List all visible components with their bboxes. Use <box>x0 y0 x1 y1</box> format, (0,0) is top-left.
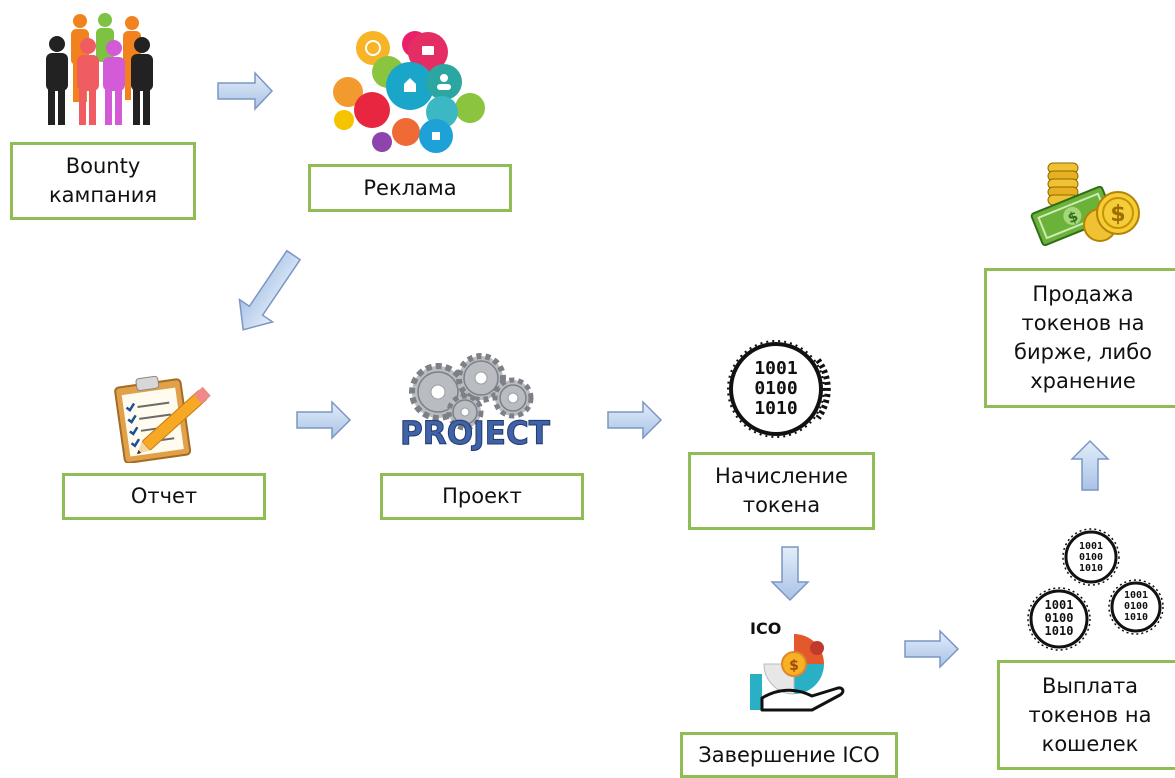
gears-project-icon: PROJECT <box>400 353 551 453</box>
arrow-nachislenie-to-zavershenie <box>770 546 810 602</box>
arrow-zavershenie-to-vyplata <box>904 629 960 669</box>
node-vyplata-line-1: Выплата <box>1041 673 1139 698</box>
node-bounty-line-2: кампания <box>48 183 157 207</box>
ico-hand-icon: ICO $ <box>750 619 845 712</box>
money-stack-icon: $ $ <box>1030 162 1140 247</box>
arrow-vyplata-to-prodazha <box>1070 439 1110 491</box>
node-otchet: Отчет <box>62 473 266 520</box>
binary-line-1: 1001 <box>754 358 797 379</box>
node-otchet-label: Отчет <box>130 484 198 508</box>
node-prodazha-line-4: хранение <box>1030 369 1136 393</box>
binary-coins-icon: 1001 0100 1010 1001 0100 1010 1001 0100 … <box>1027 528 1164 651</box>
arrow-bounty-to-reklama <box>217 71 274 111</box>
node-prodazha-line-3: бирже, либо <box>1014 340 1152 364</box>
coin3-line-1: 1001 <box>1124 590 1148 601</box>
people-icon <box>46 13 153 125</box>
coin3-line-2: 0100 <box>1124 601 1148 612</box>
node-prodazha-line-1: Продажа <box>1032 282 1134 306</box>
node-zavershenie-ico: Завершение ICO <box>680 732 898 778</box>
ico-label: ICO <box>750 619 781 638</box>
coin2-line-3: 1010 <box>1045 624 1074 638</box>
node-reklama: Реклама <box>308 164 512 212</box>
node-proekt-label: Проект <box>442 484 522 508</box>
node-bounty-campaign: Bounty кампания <box>10 142 196 220</box>
coin-dollar-sign: $ <box>1110 202 1125 227</box>
node-prodazha: Продажа токенов на бирже, либо хранение <box>984 268 1175 408</box>
node-bounty-line-1: Bounty <box>65 154 141 178</box>
social-media-icon <box>333 31 485 153</box>
node-vyplata-line-2: токенов на <box>1028 702 1152 727</box>
coin3-line-3: 1010 <box>1124 612 1148 623</box>
node-nachislenie-line-1: Начисление <box>715 464 848 488</box>
node-proekt: Проект <box>380 473 584 520</box>
coin1-line-3: 1010 <box>1079 563 1103 574</box>
project-word: PROJECT <box>400 414 550 452</box>
node-vyplata-line-3: кошелек <box>1041 731 1139 756</box>
node-zavershenie-label: Завершение ICO <box>698 742 880 767</box>
arrow-proekt-to-nachislenie <box>607 400 663 440</box>
node-nachislenie-line-2: токена <box>742 493 821 517</box>
binary-line-3: 1010 <box>754 398 797 419</box>
node-reklama-label: Реклама <box>363 175 457 200</box>
arrow-otchet-to-proekt <box>296 400 352 440</box>
arrow-reklama-to-otchet <box>238 249 302 331</box>
node-nachislenie: Начисление токена <box>688 452 875 530</box>
node-prodazha-line-2: токенов на <box>1021 311 1145 335</box>
binary-coin-icon: 1001 0100 1010 <box>727 340 831 438</box>
currency-symbol: $ <box>789 658 799 674</box>
coin1-line-2: 0100 <box>1079 552 1103 563</box>
report-icon <box>114 375 211 463</box>
coin1-line-1: 1001 <box>1079 541 1103 552</box>
coin2-line-2: 0100 <box>1045 611 1074 625</box>
binary-line-2: 0100 <box>754 378 797 399</box>
node-vyplata: Выплата токенов на кошелек <box>997 660 1175 770</box>
coin2-line-1: 1001 <box>1045 598 1074 612</box>
